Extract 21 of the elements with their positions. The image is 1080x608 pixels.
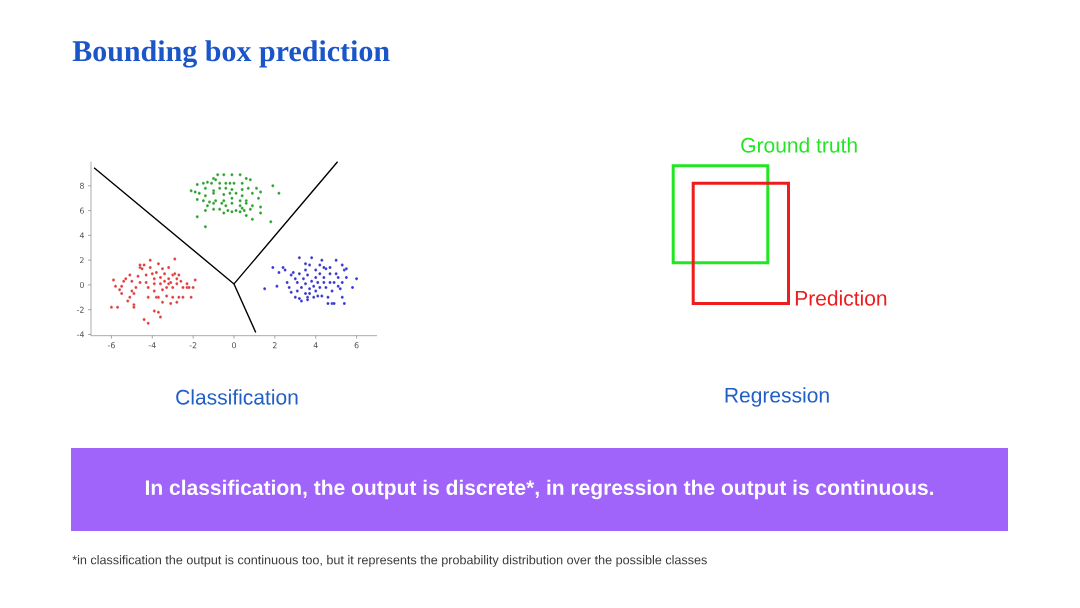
title: Bounding box prediction <box>72 40 390 68</box>
y-tick-label: 8 <box>79 182 84 189</box>
y-tick-label: -2 <box>76 306 84 313</box>
y-tick-label: 4 <box>79 232 85 239</box>
y-tick-label: 2 <box>79 257 84 264</box>
x-tick-label: 2 <box>272 342 277 349</box>
y-tick-label: 0 <box>79 281 84 288</box>
x-tick-label: -2 <box>189 342 197 349</box>
x-tick-label: 0 <box>232 342 237 349</box>
x-tick-label: 6 <box>354 342 359 349</box>
banner: In classification, the output is discrete*, in regression the output is continuous. <box>71 448 1008 531</box>
panel-caption: Regression <box>725 387 829 407</box>
x-tick-label: -4 <box>148 342 156 349</box>
box-label: Prediction <box>795 290 887 306</box>
y-tick-label: 6 <box>79 207 84 214</box>
box-label: Ground truth <box>741 137 857 153</box>
panel-caption: Classification <box>176 389 298 405</box>
x-tick-label: 4 <box>313 342 318 349</box>
footnote: *in classification the output is continuous too, but it represents the probability distribution over the possible classes <box>72 555 707 567</box>
y-tick-label: -4 <box>76 331 85 338</box>
x-tick-label: -6 <box>107 342 115 349</box>
